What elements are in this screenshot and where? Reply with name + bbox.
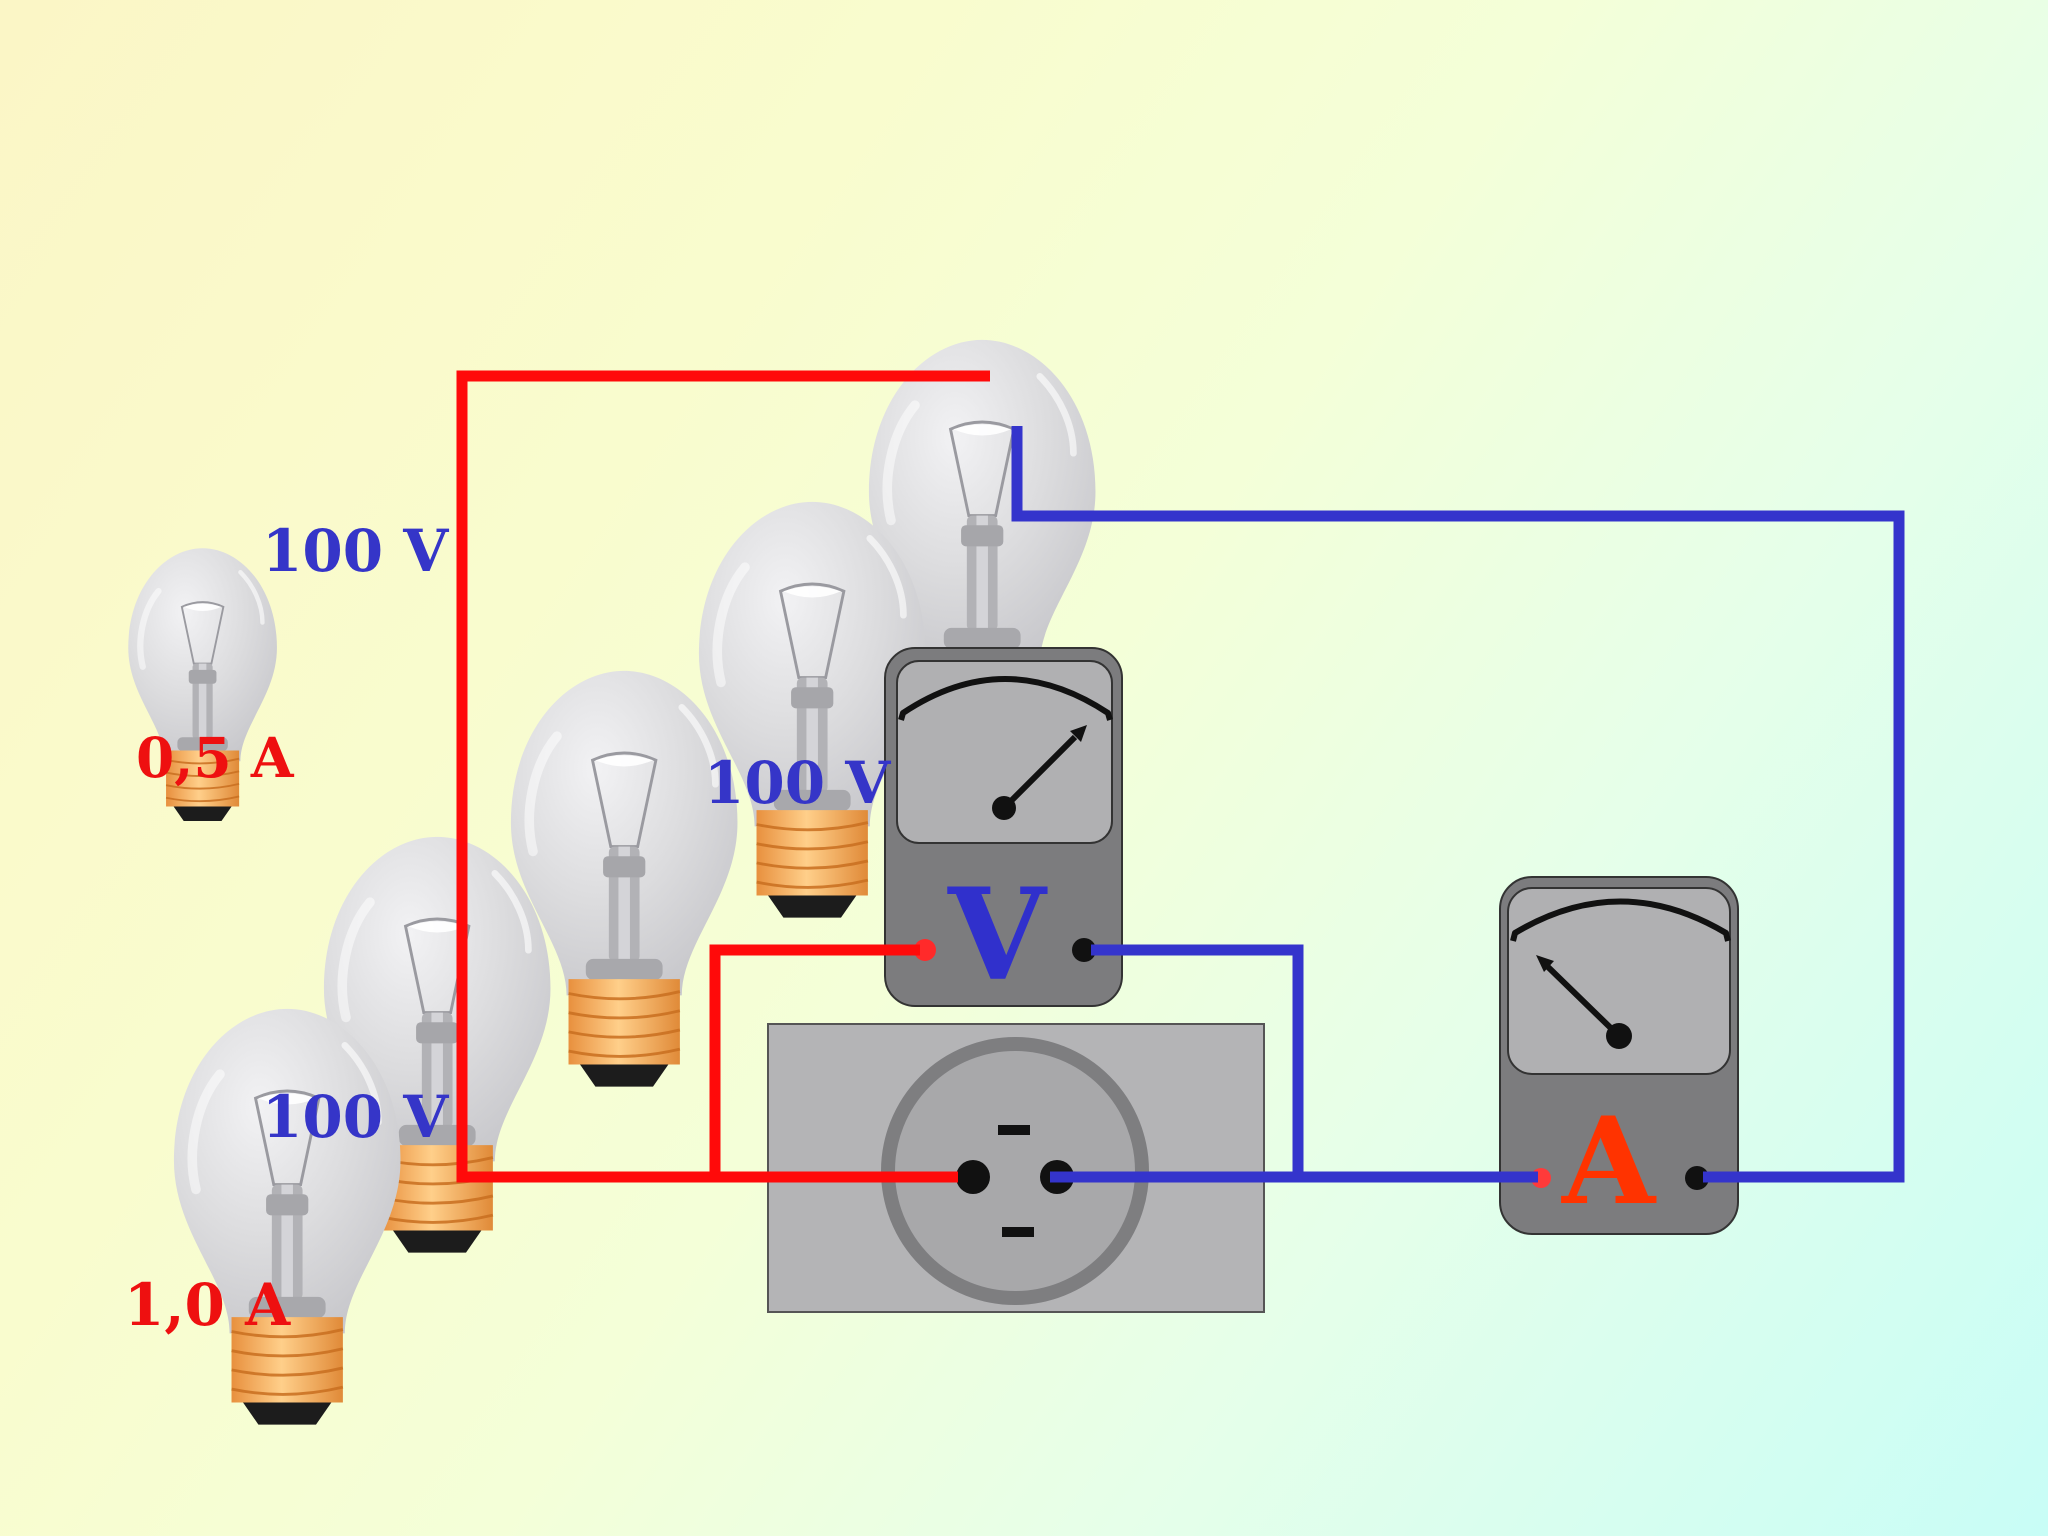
voltmeter-icon: [884, 647, 1123, 1007]
voltmeter-reading-label: 100 V: [704, 749, 891, 817]
voltmeter-letter: V: [948, 861, 1046, 1009]
bulb-icon: [174, 1009, 401, 1425]
current-label-large: 1,0 A: [124, 1271, 291, 1339]
wall-socket-icon: [767, 1023, 1265, 1313]
ammeter-letter: A: [1562, 1091, 1656, 1232]
ammeter-icon: [1499, 876, 1739, 1235]
voltage-label-bottom: 100 V: [262, 1083, 449, 1151]
voltage-label-top: 100 V: [262, 517, 449, 585]
neutral-wire: [1011, 426, 1905, 1183]
current-label-small: 0,5 A: [136, 725, 294, 790]
live-wire: [456, 370, 990, 1183]
